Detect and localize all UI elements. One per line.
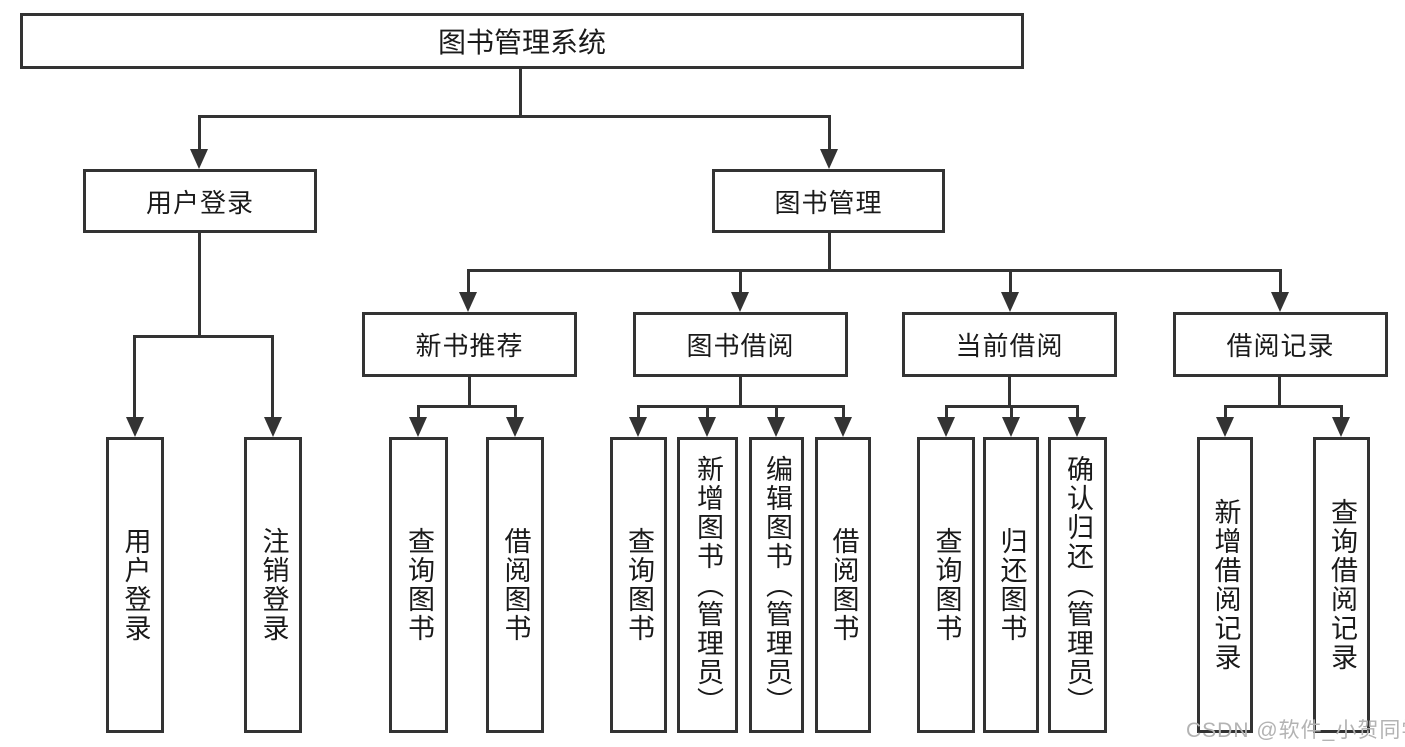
leaf-borrow-book: 借阅图书 <box>815 437 871 733</box>
arrow-down-icon <box>190 149 208 169</box>
connector-level2-branch <box>198 115 831 118</box>
arrow-down-icon <box>506 417 524 437</box>
leaf-label: 新增借阅记录 <box>1210 498 1241 672</box>
arrow-down-icon <box>698 417 716 437</box>
leaf-query-borrow-record: 查询借阅记录 <box>1313 437 1370 733</box>
connector-group-stub <box>1008 375 1011 408</box>
connector-drop-leaf <box>1224 405 1227 419</box>
leaf-label: 新增图书（管理员） <box>693 454 723 716</box>
arrow-down-icon <box>1002 417 1020 437</box>
connector-drop-user-login <box>198 115 201 151</box>
connector-drop-leaf <box>133 335 136 419</box>
leaf-user-login: 用户登录 <box>106 437 164 733</box>
connector-group-branch <box>637 405 844 408</box>
connector-drop-group <box>1279 269 1282 294</box>
connector-drop-leaf <box>775 405 778 419</box>
node-label: 图书借阅 <box>686 331 795 361</box>
leaf-query-book-recommend: 查询图书 <box>389 437 448 733</box>
arrow-down-icon <box>767 417 785 437</box>
arrow-down-icon <box>126 417 144 437</box>
node-current-borrowing: 当前借阅 <box>902 312 1117 377</box>
connector-drop-group <box>467 269 470 294</box>
connector-root-trunk <box>519 67 522 117</box>
arrow-down-icon <box>731 292 749 312</box>
node-label: 借阅记录 <box>1226 331 1335 361</box>
connector-group-branch <box>417 405 517 408</box>
arrow-down-icon <box>1271 292 1289 312</box>
node-library-system: 图书管理系统 <box>20 13 1024 69</box>
node-new-book-recommend: 新书推荐 <box>362 312 577 377</box>
node-label: 图书管理 <box>774 187 883 218</box>
connector-group-stub <box>468 375 471 408</box>
leaf-label: 查询图书 <box>931 527 962 643</box>
leaf-add-borrow-record: 新增借阅记录 <box>1197 437 1253 733</box>
leaf-label: 归还图书 <box>996 527 1027 643</box>
connector-group-branch <box>1224 405 1343 408</box>
node-borrowing-records: 借阅记录 <box>1173 312 1388 377</box>
connector-drop-leaf <box>417 405 420 419</box>
node-user-login: 用户登录 <box>83 169 317 233</box>
connector-drop-leaf <box>1010 405 1013 419</box>
connector-drop-group <box>1009 269 1012 294</box>
arrow-down-icon <box>1332 417 1350 437</box>
arrow-down-icon <box>459 292 477 312</box>
arrow-down-icon <box>820 149 838 169</box>
connector-book-management-stub <box>828 231 831 272</box>
node-label: 当前借阅 <box>955 331 1064 361</box>
connector-drop-leaf <box>706 405 709 419</box>
connector-group-stub <box>739 375 742 408</box>
leaf-label: 注销登录 <box>258 527 289 643</box>
leaf-logout: 注销登录 <box>244 437 302 733</box>
connector-user-login-stub <box>198 231 201 338</box>
leaf-label: 借阅图书 <box>500 527 531 643</box>
leaf-return-book: 归还图书 <box>983 437 1039 733</box>
leaf-label: 用户登录 <box>120 527 151 643</box>
arrow-down-icon <box>937 417 955 437</box>
leaf-add-book-admin: 新增图书（管理员） <box>677 437 738 733</box>
connector-drop-leaf <box>1340 405 1343 419</box>
leaf-query-book-current: 查询图书 <box>917 437 975 733</box>
leaf-borrow-book-recommend: 借阅图书 <box>486 437 544 733</box>
leaf-label: 借阅图书 <box>828 527 859 643</box>
arrow-down-icon <box>834 417 852 437</box>
connector-user-login-branch <box>133 335 274 338</box>
leaf-query-book-borrowing: 查询图书 <box>610 437 667 733</box>
node-label: 用户登录 <box>145 187 254 218</box>
connector-drop-group <box>739 269 742 294</box>
connector-drop-leaf <box>637 405 640 419</box>
arrow-down-icon <box>409 417 427 437</box>
arrow-down-icon <box>264 417 282 437</box>
connector-drop-leaf <box>1076 405 1079 419</box>
connector-group-stub <box>1278 375 1281 408</box>
csdn-watermark: CSDN @软件_小贺同学 <box>1186 719 1405 742</box>
leaf-label: 查询借阅记录 <box>1327 498 1357 672</box>
node-label: 图书管理系统 <box>437 27 606 58</box>
node-book-management: 图书管理 <box>712 169 945 233</box>
arrow-down-icon <box>1068 417 1086 437</box>
leaf-label: 编辑图书（管理员） <box>762 454 792 716</box>
node-book-borrowing: 图书借阅 <box>633 312 848 377</box>
arrow-down-icon <box>1001 292 1019 312</box>
node-label: 新书推荐 <box>415 331 524 361</box>
connector-level3-branch <box>467 269 1281 272</box>
arrow-down-icon <box>629 417 647 437</box>
leaf-edit-book-admin: 编辑图书（管理员） <box>749 437 804 733</box>
leaf-label: 查询图书 <box>624 527 654 643</box>
arrow-down-icon <box>1216 417 1234 437</box>
leaf-confirm-return-admin: 确认归还（管理员） <box>1048 437 1107 733</box>
connector-drop-leaf <box>842 405 845 419</box>
connector-drop-leaf <box>271 335 274 419</box>
leaf-label: 确认归还（管理员） <box>1063 454 1093 716</box>
connector-drop-leaf <box>514 405 517 419</box>
connector-drop-leaf <box>945 405 948 419</box>
connector-drop-book-management <box>828 115 831 151</box>
leaf-label: 查询图书 <box>404 527 434 643</box>
